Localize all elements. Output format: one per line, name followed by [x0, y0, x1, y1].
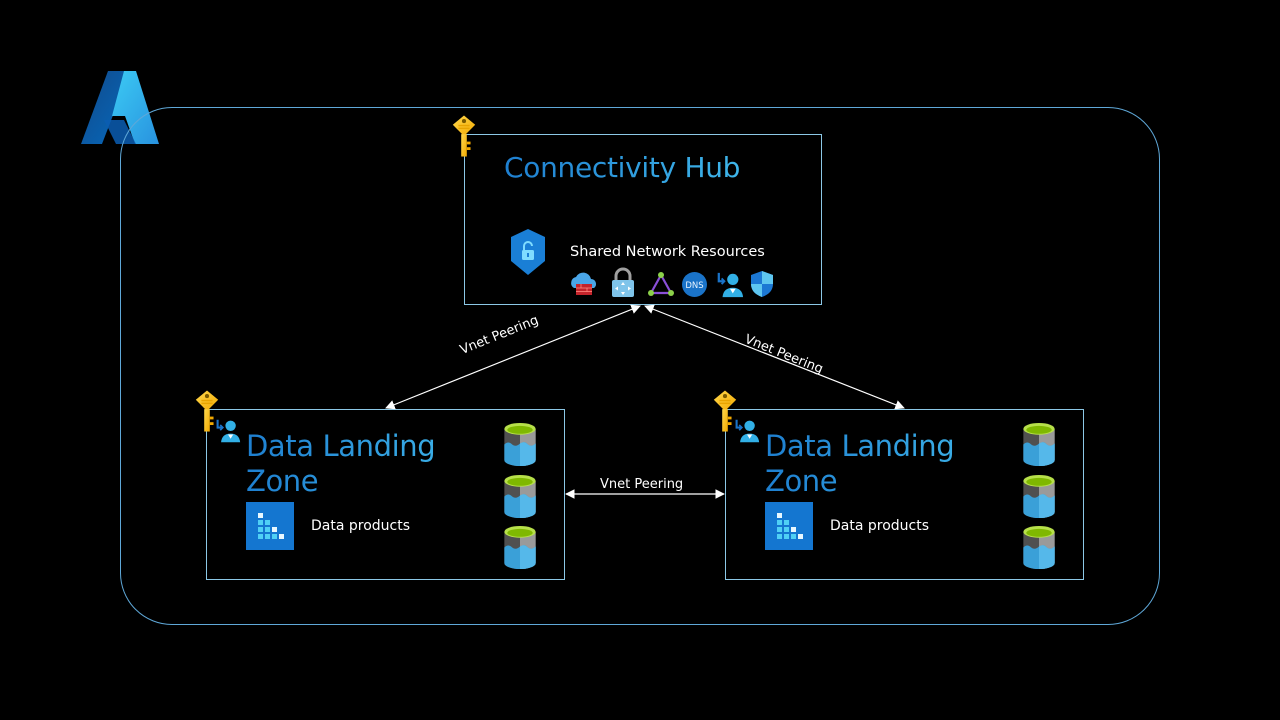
data-landing-zone-1-box[interactable] [206, 409, 565, 580]
security-shield-icon [751, 271, 773, 297]
data-landing-zone-2-box[interactable] [725, 409, 1084, 580]
azure-boundary [120, 107, 1160, 625]
connectivity-hub-box[interactable] [464, 134, 822, 305]
peering-line-hub-dlz2[interactable] [644, 304, 905, 410]
shared-resources-label: Shared Network Resources [570, 244, 765, 260]
virtual-network-icon [648, 272, 674, 296]
dns-icon: DNS [682, 272, 707, 297]
firewall-icon [571, 272, 596, 295]
dlz-2-data-products-label: Data products [830, 518, 930, 534]
hub-title: Connectivity Hub [504, 151, 741, 184]
vpn-gateway-icon [612, 267, 634, 297]
svg-text:DNS: DNS [685, 281, 703, 291]
peering-line-hub-dlz1[interactable] [385, 304, 641, 410]
dlz-1-data-products-label: Data products [311, 518, 411, 534]
shield-lock-icon [511, 229, 545, 275]
peering-label-middle: Vnet Peering [600, 477, 684, 492]
